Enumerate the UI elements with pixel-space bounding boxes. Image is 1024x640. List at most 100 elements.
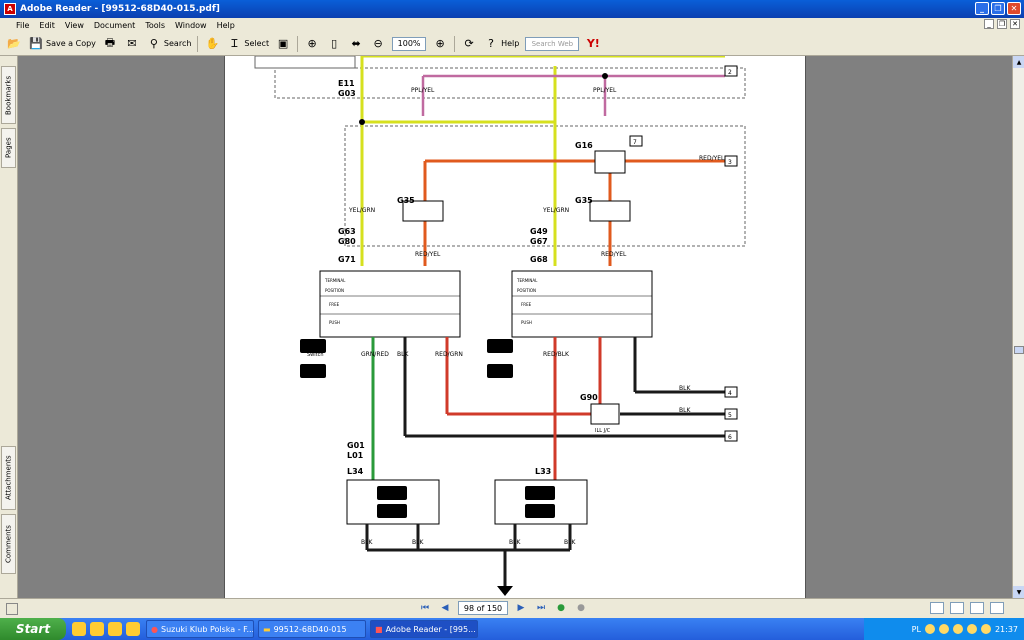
print-icon[interactable]: 🖶: [104, 36, 116, 49]
doc-restore-button[interactable]: ❐: [997, 19, 1007, 29]
help-button[interactable]: ?Help: [483, 36, 519, 52]
single-page-icon[interactable]: [930, 602, 944, 614]
menu-window[interactable]: Window: [175, 20, 207, 30]
tray-icon[interactable]: [966, 624, 977, 634]
forward-view-icon[interactable]: ●: [577, 603, 585, 613]
zoom-in-icon[interactable]: ⊕: [307, 37, 317, 50]
row-push: PUSH: [329, 320, 340, 325]
start-button[interactable]: Start: [0, 618, 66, 640]
tab-pages[interactable]: Pages: [1, 128, 16, 168]
page-number-field[interactable]: 98 of 150: [458, 601, 508, 615]
quicklaunch-icon[interactable]: [108, 622, 122, 636]
menu-file[interactable]: File: [16, 20, 30, 30]
back-view-icon[interactable]: ●: [557, 603, 565, 613]
connector-g49: G49: [530, 227, 548, 236]
maximize-button[interactable]: ❐: [991, 2, 1005, 15]
tray-icon[interactable]: [924, 624, 935, 634]
page-layout-buttons: [930, 602, 1004, 614]
task-adobe-reader[interactable]: ■Adobe Reader - [995...: [370, 620, 478, 638]
search-button[interactable]: ⚲Search: [146, 36, 192, 52]
connector-l34: L34: [347, 467, 364, 476]
seat-heater-icon: [300, 339, 326, 353]
taskbar: Start ●Suzuki Klub Polska - F... ▬99512-…: [0, 618, 1024, 640]
tab-bookmarks[interactable]: Bookmarks: [1, 66, 16, 124]
tab-comments[interactable]: Comments: [1, 514, 16, 574]
pdf-icon: A: [4, 3, 16, 15]
fit-width-icon[interactable]: ⬌: [351, 37, 361, 50]
seat-heater-icon: [487, 339, 513, 353]
pdf-icon: ■: [375, 624, 383, 634]
scroll-thumb[interactable]: [1014, 346, 1024, 354]
connector-g01: G01: [347, 441, 365, 450]
terminal-5: 5: [728, 412, 732, 419]
previous-page-button[interactable]: ◀: [441, 603, 449, 613]
terminal-4: 4: [728, 390, 732, 397]
quicklaunch-icon[interactable]: [72, 622, 86, 636]
connector-g68: G68: [530, 255, 548, 264]
wire-label-blk: BLK: [564, 539, 576, 546]
scroll-down-arrow[interactable]: ▼: [1013, 586, 1024, 598]
heater-icon: [377, 504, 407, 518]
task-label: 99512-68D40-015: [273, 624, 347, 634]
open-folder-icon[interactable]: 📂: [7, 37, 21, 50]
tray-icon[interactable]: [952, 624, 963, 634]
last-page-button[interactable]: ⏭: [536, 603, 546, 613]
help-label: Help: [501, 39, 520, 48]
save-copy-label: Save a Copy: [46, 39, 96, 48]
connector-g67: G67: [530, 237, 548, 246]
first-page-button[interactable]: ⏮: [420, 603, 430, 613]
zoom-in-plus-icon[interactable]: ⊕: [435, 37, 445, 50]
menu-view[interactable]: View: [64, 20, 84, 30]
fit-page-icon[interactable]: ▯: [331, 37, 338, 50]
email-icon[interactable]: ✉: [127, 37, 137, 50]
close-button[interactable]: ✕: [1007, 2, 1021, 15]
snapshot-icon[interactable]: ▣: [277, 37, 289, 50]
status-bar: ⏮ ◀ 98 of 150 ▶ ⏭ ● ●: [0, 598, 1024, 618]
rotate-icon[interactable]: ⟳: [464, 37, 474, 50]
doc-minimize-button[interactable]: _: [984, 19, 994, 29]
connector-g35-left: G35: [397, 196, 415, 205]
connector-g16: G16: [575, 141, 593, 150]
window-title: Adobe Reader - [99512-68D40-015.pdf]: [20, 4, 220, 14]
disk-icon: 💾: [29, 37, 43, 50]
wire-label-red-grn: RED/GRN: [435, 351, 463, 358]
hand-tool-icon[interactable]: ✋: [205, 37, 220, 50]
continuous-icon[interactable]: [950, 602, 964, 614]
language-indicator[interactable]: PL: [911, 624, 921, 634]
task-folder[interactable]: ▬99512-68D40-015: [258, 620, 366, 638]
yahoo-icon[interactable]: Y!: [586, 37, 600, 50]
search-web-input[interactable]: Search Web: [525, 36, 580, 51]
save-copy-button[interactable]: 💾Save a Copy: [28, 36, 96, 52]
continuous-facing-icon[interactable]: [990, 602, 1004, 614]
menu-tools[interactable]: Tools: [145, 20, 166, 30]
quicklaunch-icon[interactable]: [90, 622, 104, 636]
jc-box: [589, 200, 631, 222]
connector-l01: L01: [347, 451, 364, 460]
system-tray: PL 21:37: [864, 618, 1024, 640]
tray-icon[interactable]: [980, 624, 991, 634]
opera-icon: ●: [151, 624, 158, 634]
next-page-button[interactable]: ▶: [517, 603, 525, 613]
vertical-scrollbar[interactable]: ▲ ▼: [1012, 56, 1024, 598]
settings-icon[interactable]: [6, 602, 18, 615]
scroll-up-arrow[interactable]: ▲: [1013, 56, 1024, 68]
zoom-field[interactable]: 100%: [392, 36, 427, 51]
connector-g35-right: G35: [575, 196, 593, 205]
ground-icon: [497, 586, 513, 596]
facing-icon[interactable]: [970, 602, 984, 614]
quicklaunch-icon[interactable]: [126, 622, 140, 636]
doc-close-button[interactable]: ✕: [1010, 19, 1020, 29]
minimize-button[interactable]: _: [975, 2, 989, 15]
terminal-6: 6: [728, 434, 732, 441]
heater-icon: [377, 486, 407, 500]
menu-help[interactable]: Help: [216, 20, 235, 30]
zoom-out-icon[interactable]: ⊖: [373, 37, 383, 50]
tray-icon[interactable]: [938, 624, 949, 634]
task-browser[interactable]: ●Suzuki Klub Polska - F...: [146, 620, 254, 638]
tab-attachments[interactable]: Attachments: [1, 446, 16, 510]
quick-launch: [72, 622, 140, 636]
menu-document[interactable]: Document: [93, 20, 136, 30]
menu-edit[interactable]: Edit: [39, 20, 55, 30]
binoculars-icon: ⚲: [149, 37, 158, 50]
